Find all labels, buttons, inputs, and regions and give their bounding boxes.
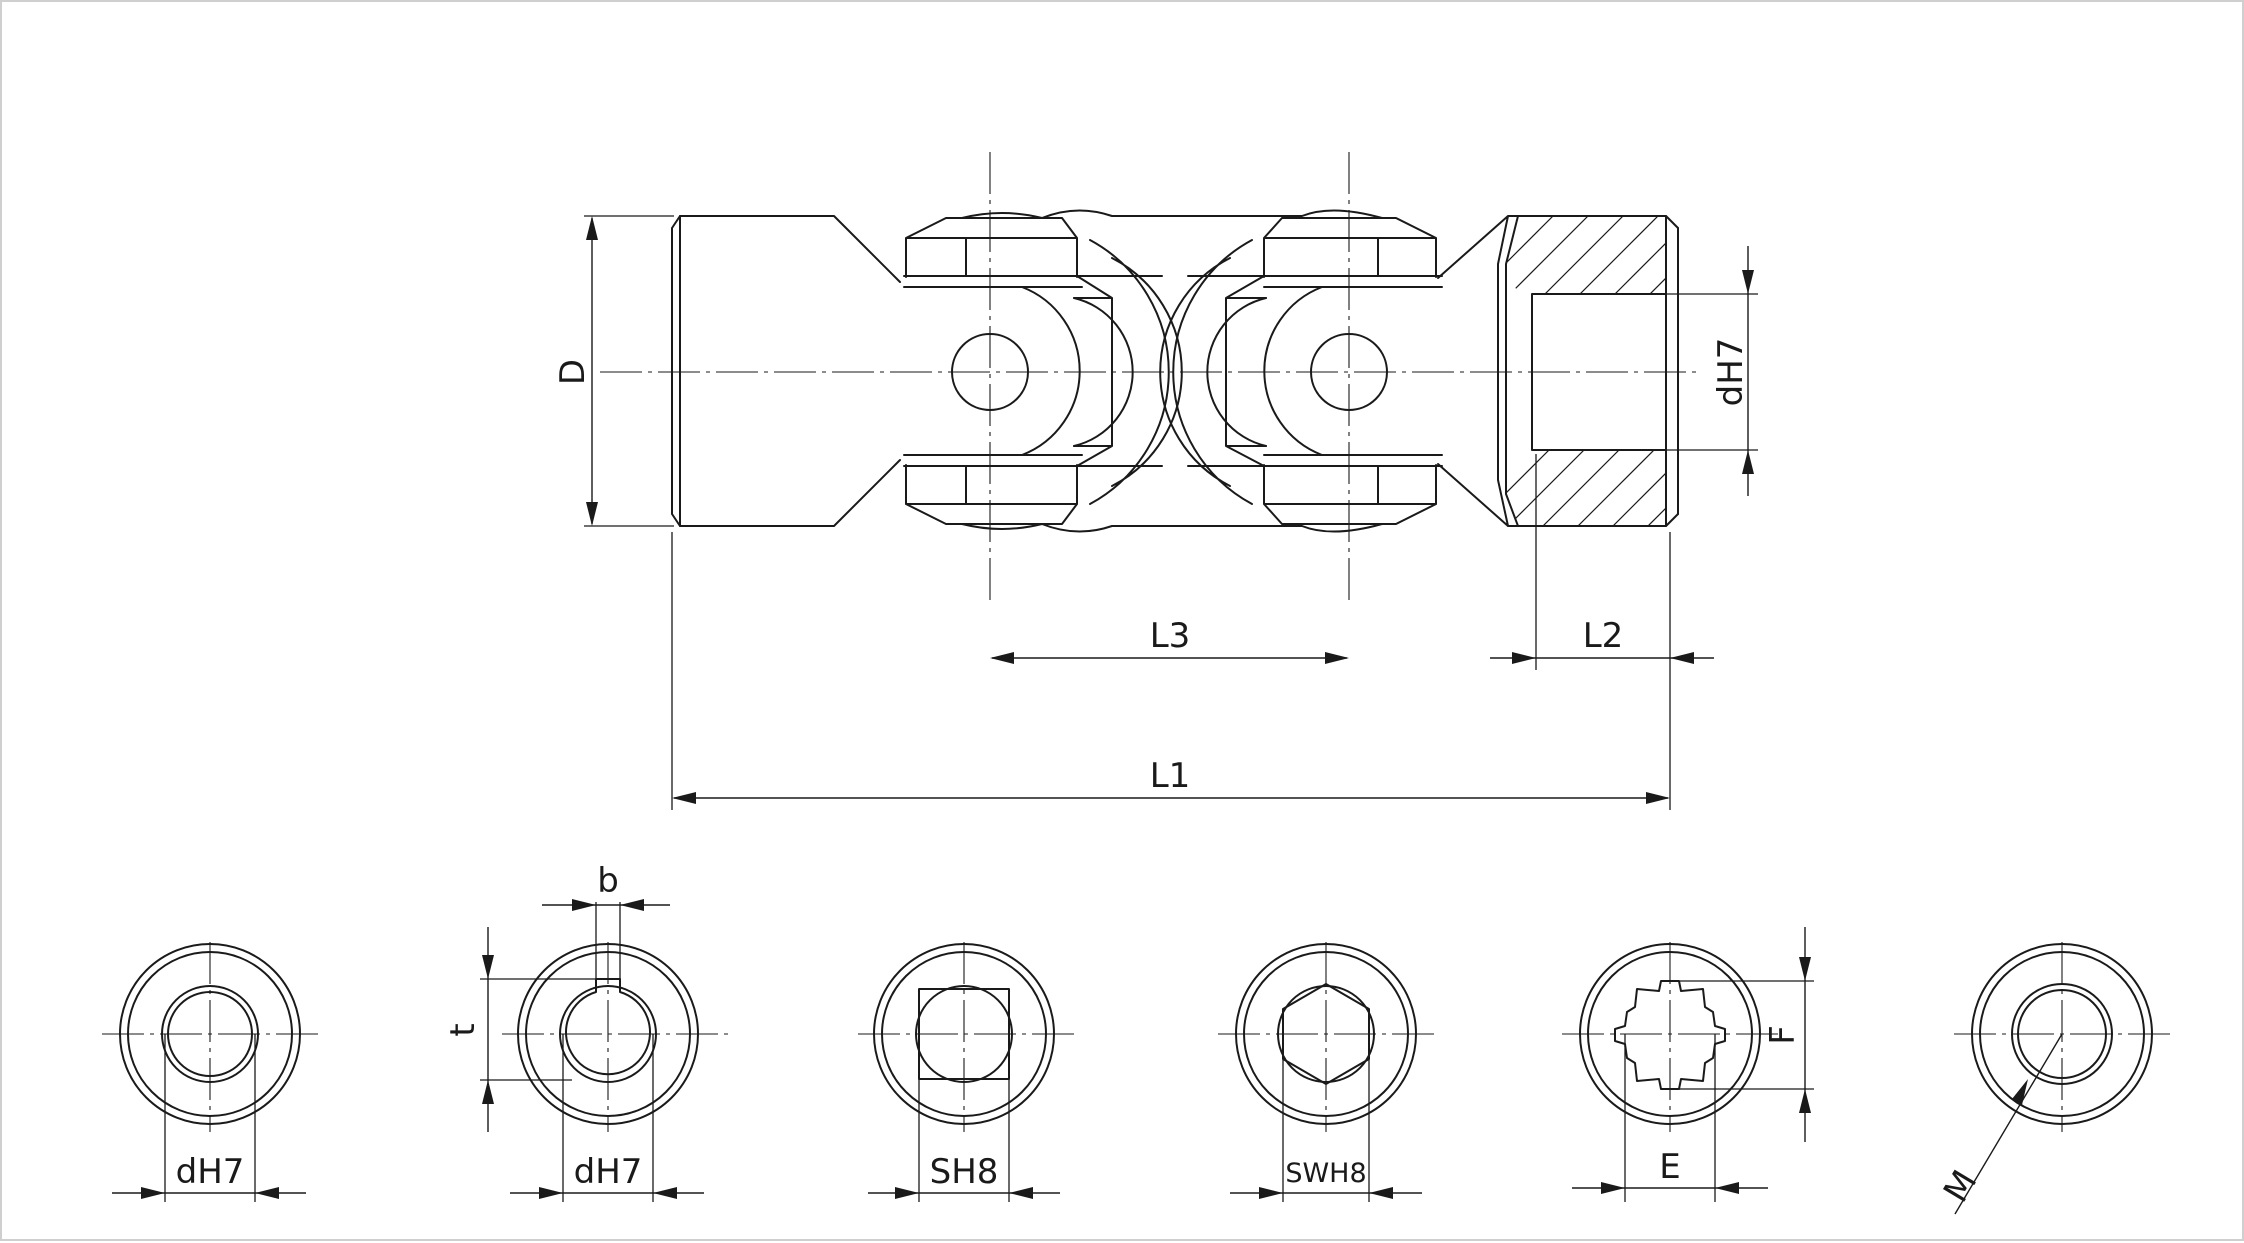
end-view-hex-bore: SWH8: [1218, 942, 1434, 1202]
dimension-D: D: [553, 215, 674, 527]
square-socket: [918, 988, 1010, 1080]
section-hatch-top: [1506, 216, 1666, 294]
thread-leader: [1954, 1033, 2063, 1215]
label-dH7-keyway: dH7: [574, 1152, 643, 1192]
label-t: t: [443, 1023, 483, 1036]
right-pivot-pin: [1310, 333, 1388, 411]
label-L2: L2: [1583, 616, 1624, 656]
end-view-thread-bore: M: [1936, 942, 2170, 1215]
end-view-round-bore: dH7: [102, 942, 318, 1202]
left-fork-bottom: [903, 454, 1163, 525]
dimension-L2: L2: [1490, 454, 1714, 810]
label-M: M: [1936, 1163, 1985, 1209]
section-hatch-bottom: [1506, 450, 1666, 526]
left-fork-top: [903, 217, 1163, 288]
left-yoke-arc: [1021, 286, 1134, 456]
label-dH7-side: dH7: [1711, 338, 1751, 407]
hex-socket: [1282, 983, 1370, 1085]
joint-side-view: [600, 152, 1702, 602]
right-fork-bottom: [1187, 454, 1443, 525]
label-SWH8: SWH8: [1285, 1158, 1366, 1189]
label-L1: L1: [1150, 756, 1191, 796]
dimension-L3: L3: [990, 616, 1349, 664]
right-hub-outline: [1437, 215, 1667, 527]
label-L3: L3: [1150, 616, 1191, 656]
label-dH7-round: dH7: [176, 1152, 245, 1192]
center-link-bottom: [961, 523, 1383, 533]
dimension-L1: L1: [671, 532, 1670, 810]
label-b: b: [597, 861, 619, 901]
center-link-top: [961, 209, 1383, 219]
label-D: D: [553, 359, 593, 385]
end-view-spline-bore: F E: [1562, 927, 1814, 1202]
end-view-square-bore: SH8: [858, 942, 1074, 1202]
left-yoke-cap: [1073, 275, 1113, 467]
left-hub-outline: [671, 215, 901, 527]
right-yoke-outer-arc: [1159, 239, 1253, 505]
left-yoke-outer-arc: [1089, 239, 1183, 505]
label-F: F: [1763, 1025, 1803, 1045]
label-SH8: SH8: [930, 1152, 999, 1192]
right-fork-top: [1187, 217, 1443, 288]
bore-with-keyway: [565, 978, 651, 1076]
left-pivot-pin: [951, 333, 1029, 411]
right-hub-chamfer-b: [1665, 513, 1679, 527]
right-yoke-cap: [1225, 275, 1267, 467]
label-E: E: [1659, 1147, 1680, 1187]
end-view-keyway-bore: b t dH7: [443, 861, 734, 1202]
right-yoke-arc: [1206, 286, 1323, 456]
right-hub-chamfer: [1665, 215, 1679, 229]
dimension-dH7-side: dH7: [1666, 246, 1758, 496]
